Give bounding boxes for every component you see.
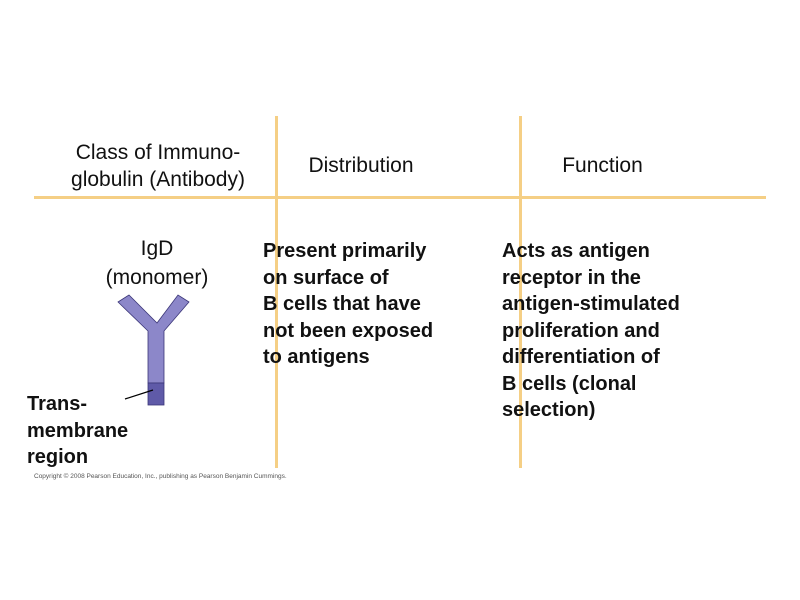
igd-antibody-diagram	[117, 294, 190, 406]
transmembrane-pointer-line	[124, 389, 154, 400]
function-text: Acts as antigen receptor in the antigen-…	[502, 240, 680, 421]
copyright-notice: Copyright © 2008 Pearson Education, Inc.…	[34, 473, 287, 480]
header-distribution: Distribution	[308, 154, 414, 177]
transmembrane-segment	[147, 382, 165, 406]
header-divider-line	[34, 196, 766, 199]
transmembrane-region-label: Trans- membrane region	[27, 393, 129, 468]
class-igd-label: IgD (monomer)	[105, 237, 209, 289]
header-function: Function	[562, 154, 643, 177]
column-divider-1	[275, 116, 278, 468]
antibody-y-shape	[117, 294, 190, 384]
header-class: Class of Immuno- globulin (Antibody)	[71, 141, 245, 191]
column-divider-2	[519, 116, 522, 468]
distribution-text: Present primarily on surface of B cells …	[263, 240, 434, 368]
